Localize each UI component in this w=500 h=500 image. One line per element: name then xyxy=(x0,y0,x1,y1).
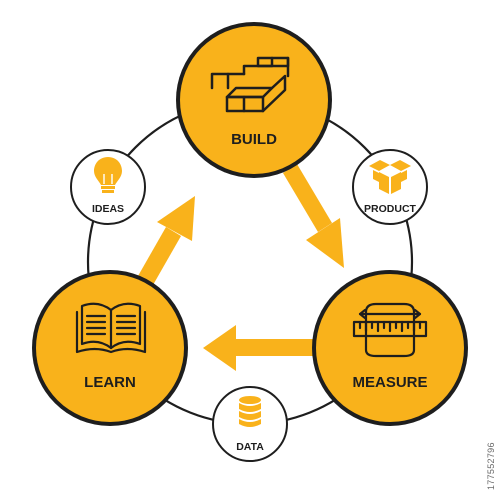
node-ideas: IDEAS xyxy=(70,149,146,225)
node-product: PRODUCT xyxy=(352,149,428,225)
bricks-icon xyxy=(210,56,290,113)
product-label: PRODUCT xyxy=(364,203,417,215)
ruler-icon xyxy=(352,302,428,358)
box-icon xyxy=(369,160,411,194)
node-build: BUILD xyxy=(176,22,332,178)
open-book-icon xyxy=(75,302,147,354)
arrow-learn-to-build xyxy=(134,196,195,292)
data-label: DATA xyxy=(236,441,264,453)
arrow-measure-to-learn xyxy=(203,325,322,371)
stock-watermark: 177552796 xyxy=(486,442,496,490)
node-data: DATA xyxy=(212,386,288,462)
build-label: BUILD xyxy=(231,131,277,148)
measure-label: MEASURE xyxy=(352,374,427,391)
lightbulb-icon xyxy=(94,157,122,193)
arrow-build-to-measure xyxy=(283,164,344,268)
ideas-label: IDEAS xyxy=(92,203,124,215)
node-measure: MEASURE xyxy=(312,270,468,426)
database-icon xyxy=(239,396,261,427)
node-learn: LEARN xyxy=(32,270,188,426)
learn-label: LEARN xyxy=(84,374,136,391)
